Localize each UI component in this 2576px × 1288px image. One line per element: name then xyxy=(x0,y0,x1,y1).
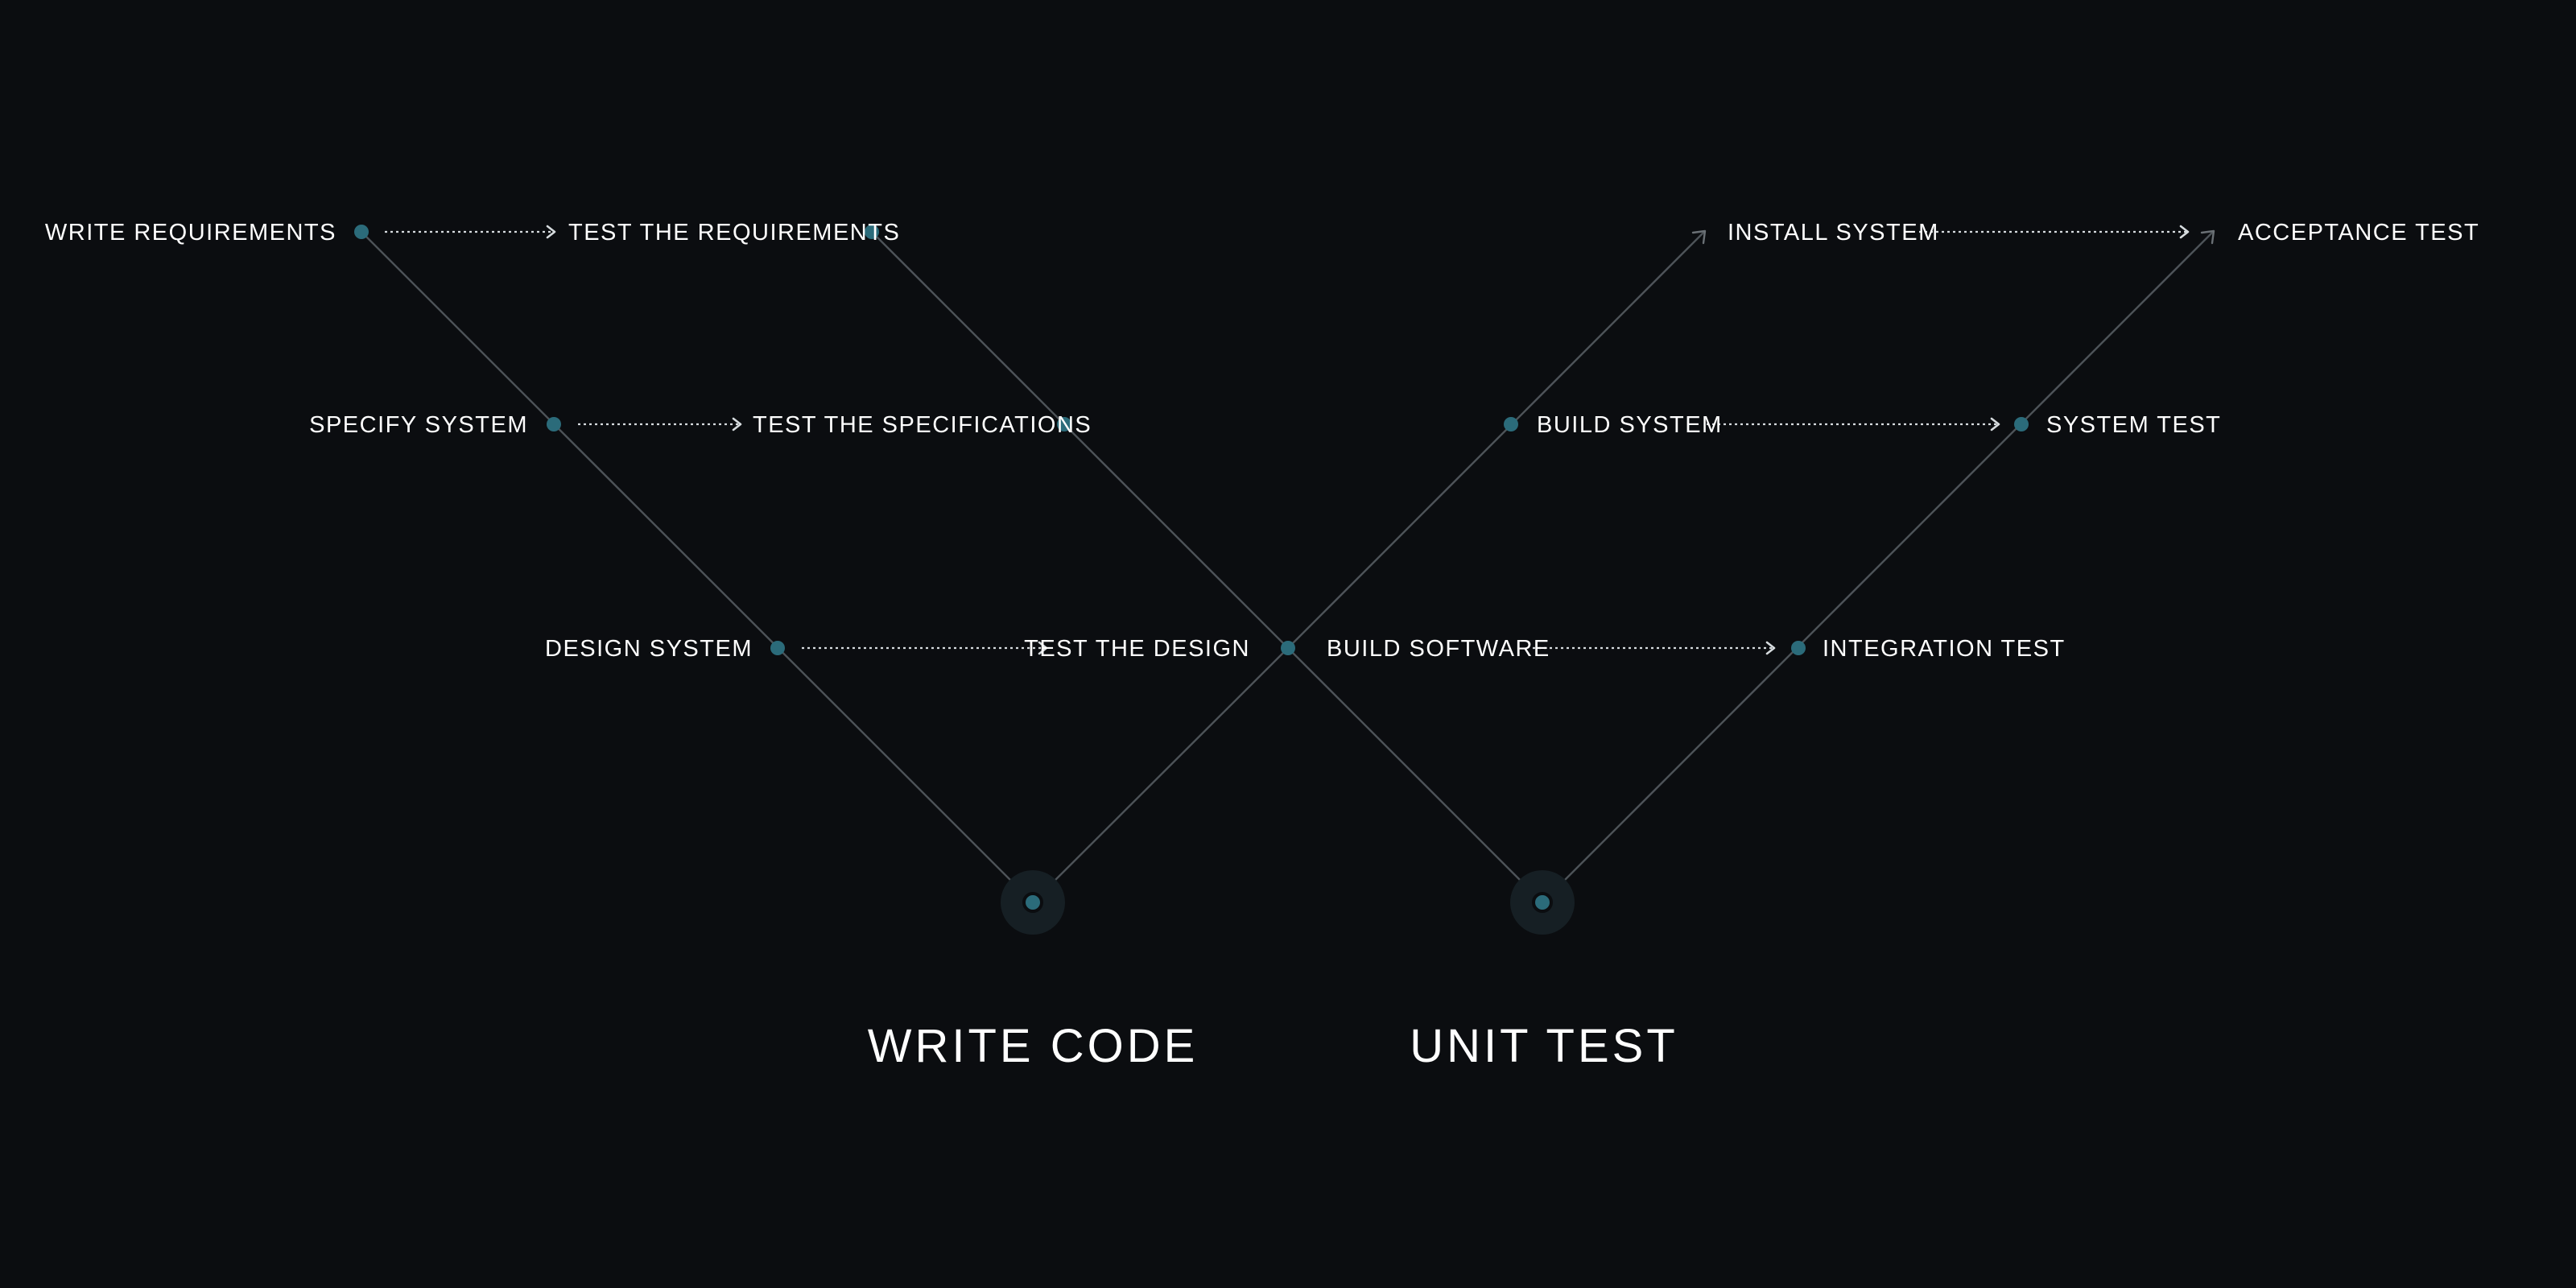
node-test-specifications xyxy=(1057,417,1071,431)
label-install-system: INSTALL SYSTEM xyxy=(1728,220,1939,246)
node-build-software xyxy=(1281,641,1295,655)
branch-lines xyxy=(361,229,2215,903)
node-write-requirements xyxy=(354,225,369,239)
acceptance-test-arrowhead-icon xyxy=(2200,229,2215,245)
label-integration-test: INTEGRATION TEST xyxy=(1823,636,2066,662)
node-unit-test xyxy=(1532,892,1553,913)
label-test-specifications: TEST THE SPECIFICATIONS xyxy=(753,412,1092,438)
branch-build-software-to-install-system xyxy=(1287,230,1706,649)
label-test-design: TEST THE DESIGN xyxy=(1024,636,1250,662)
label-system-test: SYSTEM TEST xyxy=(2046,412,2221,438)
node-integration-test xyxy=(1791,641,1806,655)
node-build-system xyxy=(1504,417,1518,431)
nodes xyxy=(354,225,2029,913)
label-test-requirements: TEST THE REQUIREMENTS xyxy=(568,220,900,246)
stage-labels: WRITE REQUIREMENTS TEST THE REQUIREMENTS… xyxy=(45,220,2479,662)
node-specify-system xyxy=(547,417,561,431)
label-build-system: BUILD SYSTEM xyxy=(1537,412,1723,438)
branch-unit-test-to-acceptance-test xyxy=(1542,230,2215,903)
arrowhead-icon xyxy=(1990,417,2000,431)
label-write-requirements: WRITE REQUIREMENTS xyxy=(45,220,336,246)
node-system-test xyxy=(2014,417,2029,431)
branch-test-requirements-to-unit-test xyxy=(871,231,1543,903)
arrowhead-icon xyxy=(546,225,556,239)
label-acceptance-test: ACCEPTANCE TEST xyxy=(2238,220,2479,246)
label-write-code: WRITE CODE xyxy=(868,1020,1199,1072)
install-system-arrowhead-icon xyxy=(1691,229,1707,245)
arrowhead-icon xyxy=(1765,641,1776,655)
label-unit-test: UNIT TEST xyxy=(1410,1020,1678,1072)
arrowhead-icon xyxy=(2179,225,2190,239)
node-write-code xyxy=(1022,892,1043,913)
label-design-system: DESIGN SYSTEM xyxy=(545,636,753,662)
node-test-requirements xyxy=(865,225,879,239)
label-build-software: BUILD SOFTWARE xyxy=(1327,636,1550,662)
arrowhead-icon xyxy=(1038,641,1048,655)
dotted-arrows xyxy=(385,225,2190,655)
arrowhead-icon xyxy=(732,417,742,431)
node-design-system xyxy=(770,641,785,655)
branch-write-code-to-build-software xyxy=(1032,647,1289,903)
label-specify-system: SPECIFY SYSTEM xyxy=(309,412,528,438)
branch-write-requirements-to-write-code xyxy=(361,231,1034,903)
